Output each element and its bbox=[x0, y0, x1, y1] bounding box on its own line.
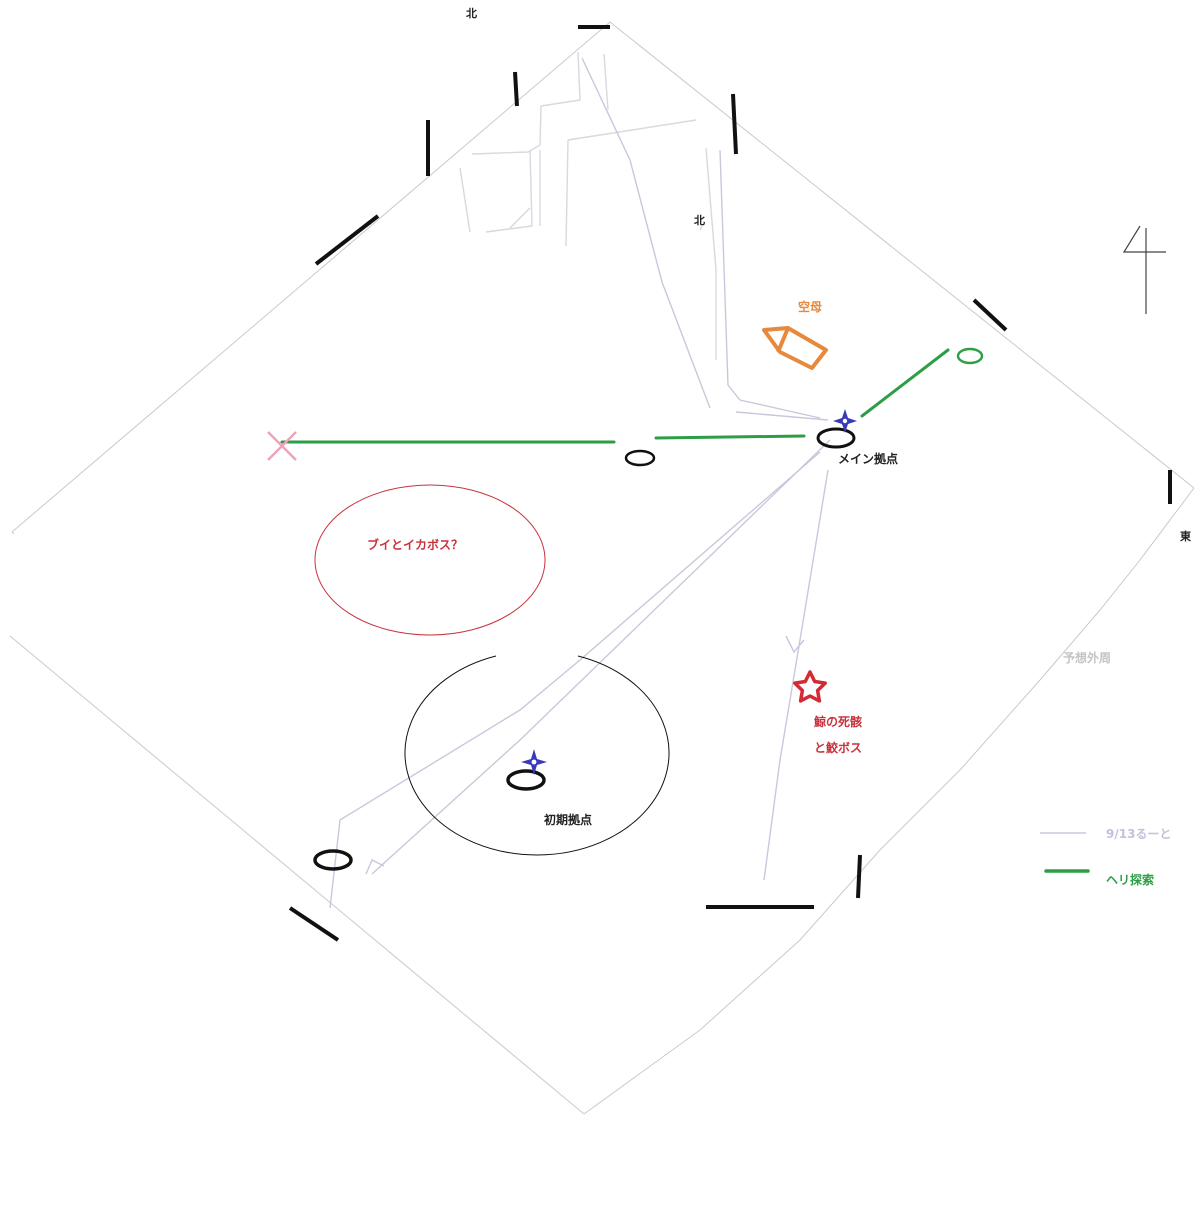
building-sketch bbox=[459, 51, 717, 360]
sparkle-icon bbox=[521, 749, 547, 775]
carrier-arrow-icon bbox=[762, 326, 828, 370]
sparkle-icon bbox=[833, 409, 857, 433]
buoy-squid-boss-area bbox=[314, 484, 546, 636]
main-base-label: メイン拠点 bbox=[838, 452, 899, 466]
heli-end-ring bbox=[956, 347, 984, 365]
initial-base-label: 初期拠点 bbox=[544, 813, 593, 827]
southwest-ring bbox=[313, 849, 353, 871]
shark-boss-label: と鮫ボス bbox=[814, 741, 863, 755]
star-icon bbox=[793, 670, 827, 703]
carrier-label: 空母 bbox=[798, 300, 823, 314]
wall-segments bbox=[288, 25, 1172, 942]
initial-base-range bbox=[404, 655, 670, 856]
number-four-sketch bbox=[1122, 225, 1166, 314]
legend-route-label: 9/13るーと bbox=[1106, 827, 1172, 841]
north-label-top: 北 bbox=[466, 7, 477, 20]
east-label: 東 bbox=[1180, 530, 1191, 543]
whale-carcass-label: 鯨の死骸 bbox=[814, 715, 863, 729]
cross-icon bbox=[267, 431, 297, 461]
route-lines bbox=[329, 57, 831, 909]
main-base-ring bbox=[816, 427, 856, 449]
legend-heli-label: ヘリ探索 bbox=[1106, 873, 1155, 887]
map-outline bbox=[9, 21, 1195, 1115]
north-label-inner: 北 bbox=[694, 214, 705, 227]
buoy-squid-boss-label: ブイとイカボス？ bbox=[367, 538, 464, 552]
heli-search-path bbox=[280, 348, 950, 444]
mid-waypoint-ring bbox=[624, 449, 656, 467]
expected-perimeter-label: 予想外周 bbox=[1063, 651, 1112, 665]
initial-base-ring bbox=[506, 769, 546, 791]
